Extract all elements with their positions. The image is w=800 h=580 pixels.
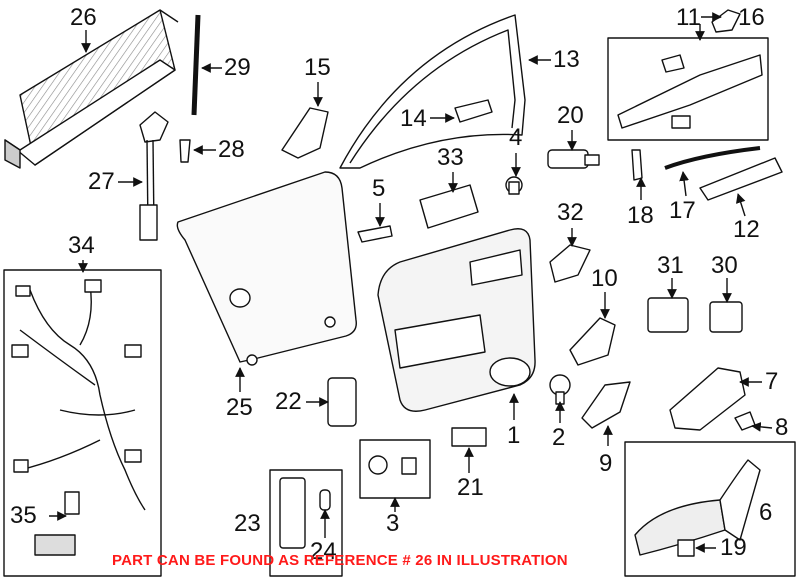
callout-31: 31 xyxy=(657,252,684,279)
callout-26: 26 xyxy=(70,4,97,31)
part-16-cap xyxy=(711,9,741,33)
callout-11: 11 xyxy=(676,4,701,31)
part-31-switch xyxy=(647,297,689,333)
part-3-parts xyxy=(368,455,417,475)
part-17-strip xyxy=(664,146,761,170)
callout-34: 34 xyxy=(68,232,95,259)
part-15-trim xyxy=(281,107,329,159)
reference-notice: PART CAN BE FOUND AS REFERENCE # 26 IN I… xyxy=(112,552,568,569)
part-7-bracket xyxy=(669,367,746,431)
callout-29: 29 xyxy=(224,54,251,81)
part-2-clip xyxy=(549,374,571,405)
callout-17: 17 xyxy=(669,197,696,224)
callout-13: 13 xyxy=(553,46,580,73)
callout-8: 8 xyxy=(775,414,789,441)
part-21-connector xyxy=(451,427,487,447)
leader-lines xyxy=(49,12,773,553)
callout-3: 3 xyxy=(386,510,400,537)
callout-28: 28 xyxy=(218,136,245,163)
part-10-bezel xyxy=(569,317,616,366)
callout-33: 33 xyxy=(437,144,464,171)
part-27-regulator xyxy=(139,111,169,241)
callout-19: 19 xyxy=(720,534,747,561)
part-23-switch xyxy=(279,477,306,549)
part-32-light xyxy=(549,244,591,283)
callout-6: 6 xyxy=(759,499,773,526)
callout-20: 20 xyxy=(557,102,584,129)
part-8-clip xyxy=(734,411,756,431)
callout-18: 18 xyxy=(627,202,654,229)
callout-10: 10 xyxy=(591,265,618,292)
part-34-box xyxy=(3,269,162,577)
part-34-harness xyxy=(11,279,146,556)
part-29-strip xyxy=(191,14,201,116)
part-6-handle xyxy=(634,459,761,557)
part-12-trim xyxy=(699,157,783,201)
part-4-screw xyxy=(505,176,523,195)
part-26-sunshade xyxy=(4,9,179,169)
callout-32: 32 xyxy=(557,199,584,226)
callout-12: 12 xyxy=(733,216,760,243)
part-5-trim xyxy=(357,225,393,243)
callout-25: 25 xyxy=(226,394,253,421)
callout-23: 23 xyxy=(234,510,261,537)
part-18-clip xyxy=(631,149,643,181)
callout-24: 24 xyxy=(310,538,337,565)
part-1-trim-panel xyxy=(377,228,536,412)
part-33-switch xyxy=(419,184,479,229)
part-20-sensor xyxy=(547,149,600,169)
callout-27: 27 xyxy=(88,168,115,195)
callout-22: 22 xyxy=(275,388,302,415)
part-24-bulb xyxy=(319,489,331,511)
callout-9: 9 xyxy=(599,450,613,477)
callout-1: 1 xyxy=(507,422,521,449)
part-14-handle xyxy=(454,99,493,123)
callout-7: 7 xyxy=(765,368,779,395)
callout-16: 16 xyxy=(738,4,765,31)
part-9-trim xyxy=(581,381,631,429)
callout-30: 30 xyxy=(711,252,738,279)
callout-35: 35 xyxy=(10,502,37,529)
callout-21: 21 xyxy=(457,474,484,501)
callout-4: 4 xyxy=(509,124,523,151)
callout-5: 5 xyxy=(372,175,386,202)
part-30-switch xyxy=(709,301,743,333)
part-25-door-panel xyxy=(176,171,357,366)
part-22-reflector xyxy=(327,377,357,427)
callout-2: 2 xyxy=(552,424,566,451)
part-28-clip xyxy=(179,139,191,163)
part-11-trim xyxy=(617,54,763,129)
part-13-frame xyxy=(339,14,526,169)
callout-15: 15 xyxy=(304,54,331,81)
callout-14: 14 xyxy=(400,105,427,132)
